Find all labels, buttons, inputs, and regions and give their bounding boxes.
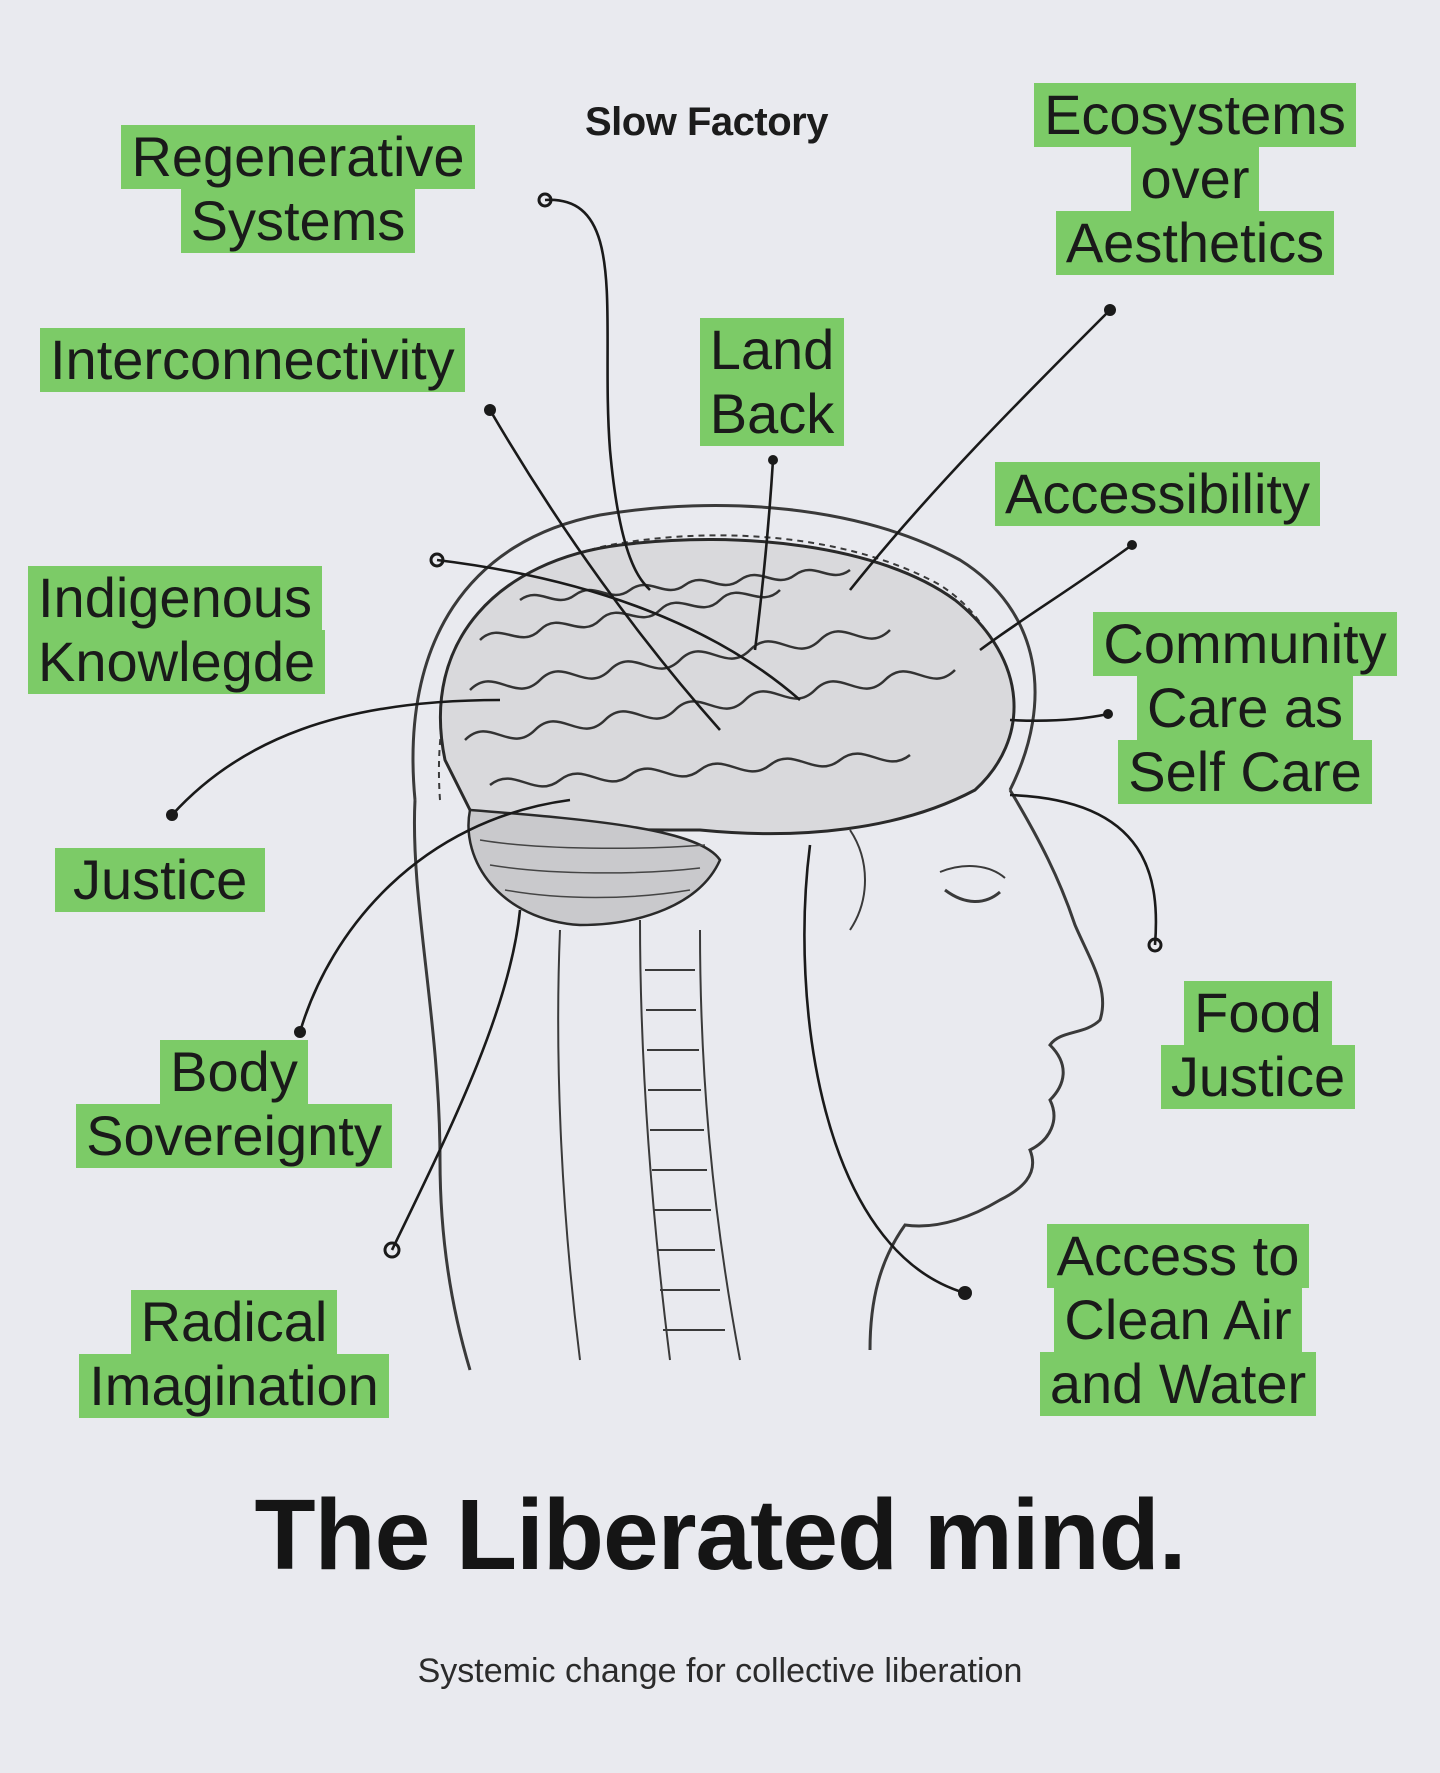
connector-lines [171, 198, 1158, 1295]
head-profile-icon [411, 504, 1105, 1371]
connector-landback [753, 459, 775, 651]
label-community-care: Community Care as Self Care [1060, 612, 1430, 804]
connector-ecosystems [848, 309, 1111, 591]
connector-regenerative [544, 198, 651, 591]
connector-food [1009, 793, 1158, 946]
brain-icon [439, 538, 1016, 927]
label-body-sovereignty: Body Sovereignty [24, 1040, 444, 1168]
connector-indigenous [436, 558, 801, 701]
poster-subtitle: Systemic change for collective liberatio… [417, 1652, 1023, 1690]
label-land-back: Land Back [672, 318, 872, 446]
connector-endpoints [166, 192, 1163, 1300]
label-food-justice: Food Justice [1128, 981, 1388, 1109]
label-regenerative-systems: Regenerative Systems [88, 125, 508, 253]
brand-logo-text: Slow Factory [585, 100, 828, 144]
label-access-clean-air-water: Access to Clean Air and Water [1008, 1224, 1348, 1416]
connector-justice [171, 698, 501, 816]
label-interconnectivity: Interconnectivity [40, 328, 465, 392]
connector-accessibility [979, 543, 1133, 652]
connector-clean-air [803, 844, 966, 1295]
connector-community [1009, 712, 1109, 723]
connector-radical [390, 909, 522, 1251]
poster-title: The Liberated mind. [254, 1479, 1186, 1591]
label-accessibility: Accessibility [995, 462, 1320, 526]
label-ecosystems-over-aesthetics: Ecosystems over Aesthetics [985, 83, 1405, 275]
connector-body [298, 798, 571, 1033]
label-indigenous-knowledge: Indigenous Knowlegde [28, 566, 326, 694]
label-radical-imagination: Radical Imagination [24, 1290, 444, 1418]
connector-interconnectivity [488, 409, 721, 731]
label-justice: Justice [55, 848, 266, 912]
